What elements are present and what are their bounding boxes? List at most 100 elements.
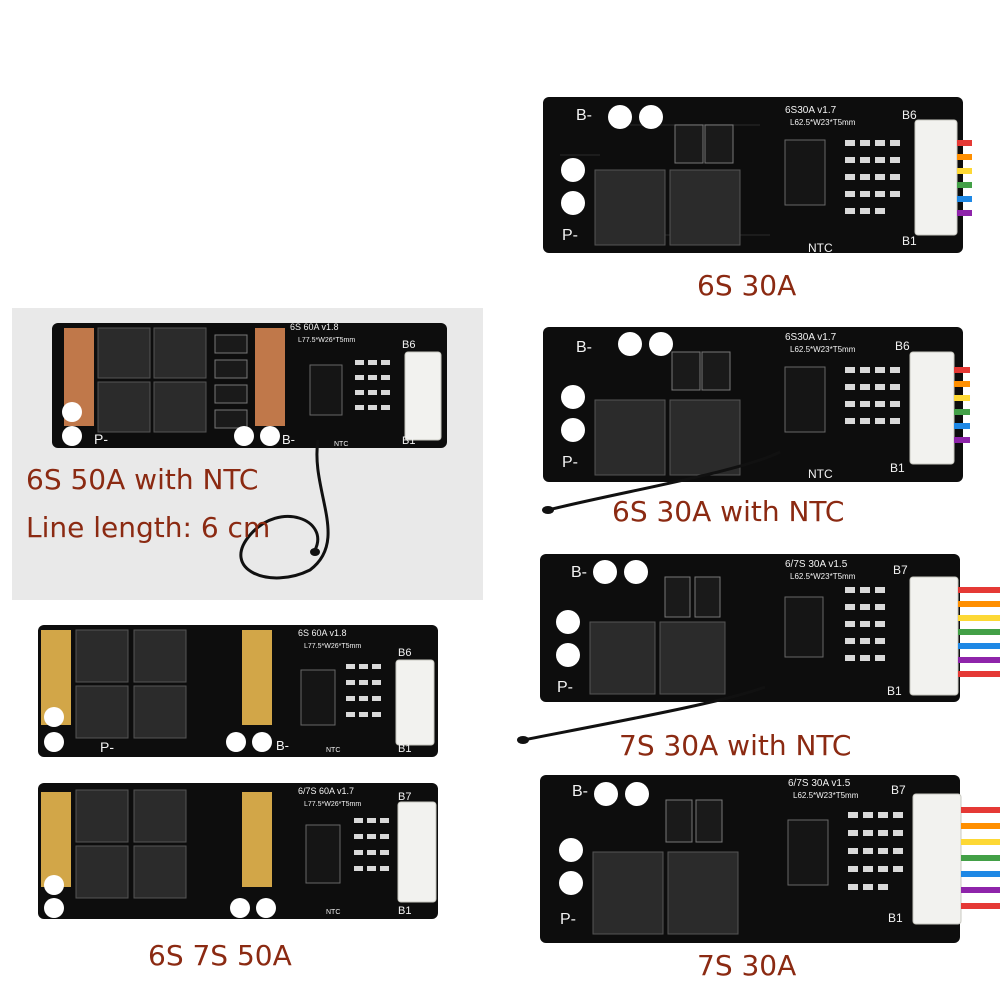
mosfet-2	[153, 327, 207, 379]
smd-components	[346, 664, 381, 717]
label-model: 6/7S 60A v1.7	[298, 786, 354, 796]
mosfet-3	[75, 845, 129, 899]
balance-connector	[909, 576, 959, 696]
mosfet-1	[75, 629, 129, 683]
resistor-2	[704, 124, 734, 164]
balance-wires	[957, 140, 972, 216]
caption-6s-30a-ntc: 6S 30A with NTC	[612, 495, 845, 528]
pad-b-minus-1	[608, 105, 632, 129]
label-b1: B1	[887, 684, 902, 698]
label-b-minus: B-	[576, 339, 592, 356]
pad-p-minus-2	[62, 426, 82, 446]
label-model: 6S30A v1.7	[785, 332, 837, 343]
bms-board-6s-30a-ntc: B- P- 6S30A v1.7 L62.5*W23*T5mm B6 B1 NT…	[542, 327, 970, 514]
pad-b-minus-2	[256, 898, 276, 918]
smd-components	[845, 140, 900, 214]
ntc-wire	[239, 439, 330, 580]
label-p-minus: P-	[94, 431, 108, 447]
caption-6s-30a: 6S 30A	[697, 269, 797, 302]
ic-chip	[309, 364, 343, 416]
label-b7: B7	[398, 791, 411, 803]
ic-chip	[784, 366, 826, 433]
label-b1: B1	[902, 234, 917, 248]
label-dims: L77.5*W26*T5mm	[298, 337, 355, 344]
resistor-1	[665, 799, 693, 843]
label-dims: L62.5*W23*T5mm	[790, 572, 856, 581]
label-ntc: NTC	[808, 241, 833, 255]
pad-p-minus-2	[556, 643, 580, 667]
ntc-sensor-tip	[310, 548, 320, 556]
balance-connector	[395, 659, 435, 746]
label-b6: B6	[895, 339, 910, 353]
label-b7: B7	[891, 783, 906, 797]
resistor-1	[664, 576, 691, 618]
label-model: 6S 60A v1.8	[298, 628, 347, 638]
pad-p-minus-1	[44, 875, 64, 895]
resistor-2	[695, 799, 723, 843]
balance-connector	[914, 119, 958, 236]
mosfet-3	[97, 381, 151, 433]
ntc-sensor-tip	[517, 736, 529, 744]
mosfet-2	[133, 789, 187, 843]
resistor-4	[214, 409, 248, 429]
label-p-minus: P-	[562, 227, 578, 244]
bms-board-6s-30a: B- P- 6S30A v1.7 L62.5*W23*T5mm B6 B1 NT…	[543, 97, 972, 255]
gold-bar-1	[41, 792, 71, 887]
pad-p-minus-1	[62, 402, 82, 422]
label-dims: L77.5*W26*T5mm	[304, 801, 361, 808]
resistor-1	[671, 351, 701, 391]
mosfet-2	[133, 629, 187, 683]
pad-b-minus-2	[625, 782, 649, 806]
pad-b-minus-2	[639, 105, 663, 129]
label-b7: B7	[893, 563, 908, 577]
resistor-3	[214, 384, 248, 404]
smd-components	[845, 367, 900, 424]
pcb-body	[52, 323, 447, 448]
caption-6s-50a-ntc: 6S 50A with NTC	[26, 463, 259, 496]
label-dims: L62.5*W23*T5mm	[790, 118, 856, 127]
label-model: 6/7S 30A v1.5	[788, 778, 851, 789]
pad-p-minus-2	[561, 191, 585, 215]
mosfet-1	[589, 621, 656, 695]
pad-b-minus-1	[234, 426, 254, 446]
mosfet-1	[594, 169, 666, 246]
pad-p-minus-1	[559, 838, 583, 862]
label-p-minus: P-	[560, 911, 576, 928]
balance-wires	[961, 807, 1000, 909]
label-dims: L62.5*W23*T5mm	[793, 791, 859, 800]
label-b6: B6	[902, 108, 917, 122]
mosfet-3	[75, 685, 129, 739]
pad-b-minus-1	[230, 898, 250, 918]
label-ntc: NTC	[808, 467, 833, 481]
mosfet-1	[594, 399, 666, 476]
ic-chip	[787, 819, 829, 886]
label-b1: B1	[402, 435, 415, 447]
pad-p-minus-1	[561, 158, 585, 182]
pad-b-minus-2	[649, 332, 673, 356]
pad-p-minus-1	[44, 707, 64, 727]
label-model: 6S30A v1.7	[785, 105, 837, 116]
bms-board-6s-50a-ntc: 6S 60A v1.8 L77.5*W26*T5mm B6 B1 P- B- N…	[52, 322, 447, 580]
label-b1: B1	[890, 461, 905, 475]
label-b1: B1	[888, 911, 903, 925]
pad-b-minus-1	[594, 782, 618, 806]
pad-b-minus-2	[624, 560, 648, 584]
ic-chip	[784, 596, 824, 658]
pad-p-minus-2	[559, 871, 583, 895]
bms-board-67s-50a-lower: 6/7S 60A v1.7 L77.5*W26*T5mm B7 B1 NTC	[38, 783, 438, 919]
label-model: 6/7S 30A v1.5	[785, 559, 848, 570]
gold-bar-2	[242, 630, 272, 725]
ic-chip	[784, 139, 826, 206]
caption-67s-50a: 6S 7S 50A	[148, 939, 292, 972]
gold-bar-2	[242, 792, 272, 887]
label-ntc: NTC	[326, 909, 340, 916]
mosfet-1	[75, 789, 129, 843]
bms-board-6s-50a-upper: 6S 60A v1.8 L77.5*W26*T5mm B6 B1 P- B- N…	[38, 625, 438, 757]
pad-b-minus-2	[252, 732, 272, 752]
balance-connector	[912, 793, 962, 925]
balance-wires	[958, 587, 1000, 677]
label-b-minus: B-	[571, 564, 587, 581]
copper-bar-2	[255, 328, 285, 426]
label-ntc: NTC	[334, 441, 348, 448]
bms-board-7s-30a-ntc: B- P- 6/7S 30A v1.5 L62.5*W23*T5mm B7 B1	[517, 554, 1000, 744]
